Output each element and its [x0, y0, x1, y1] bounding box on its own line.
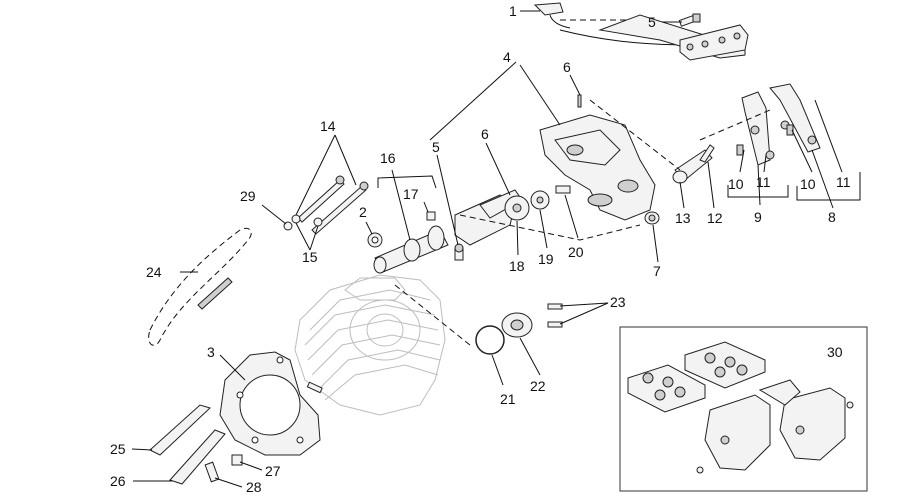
callout-1: 1 [509, 3, 517, 19]
bolt-part-20 [555, 185, 571, 194]
assembly-line [699, 109, 771, 141]
callout-26: 26 [110, 473, 126, 489]
rocker-arm-part-9 [741, 91, 775, 166]
callout-23: 23 [610, 294, 626, 310]
shaft-part-12 [699, 144, 715, 163]
callout-24: 24 [146, 264, 162, 280]
callout-22: 22 [530, 378, 546, 394]
small-part-17 [426, 211, 436, 221]
assembly-line [589, 99, 681, 171]
callout-11-right: 11 [836, 174, 851, 190]
callout-15: 15 [302, 249, 318, 265]
plug-part-27 [231, 454, 243, 466]
callout-16: 16 [380, 150, 396, 166]
callout-6-top: 6 [563, 59, 571, 75]
o-ring-part-21 [475, 325, 505, 355]
callout-12: 12 [707, 210, 723, 226]
callout-29: 29 [240, 188, 256, 204]
gasket-plate-part-1 [533, 2, 571, 29]
callout-8: 8 [828, 209, 836, 225]
camshaft-part-16 [373, 225, 449, 274]
callout-11-left: 11 [756, 174, 771, 190]
rocker-carrier [539, 94, 656, 221]
assembly-line [459, 214, 641, 241]
adjuster-pins-part-10 [736, 124, 794, 156]
callout-20: 20 [568, 244, 584, 260]
callout-18: 18 [509, 258, 525, 274]
callout-7: 7 [653, 263, 661, 279]
bolt-part-5-mid [454, 243, 464, 261]
sprocket-part-18 [504, 195, 530, 221]
callout-27: 27 [265, 463, 281, 479]
callout-10-right: 10 [800, 176, 816, 192]
bolt-part-5-top [678, 13, 701, 27]
callout-9: 9 [754, 209, 762, 225]
callout-13: 13 [675, 210, 691, 226]
callout-28: 28 [246, 479, 262, 495]
callout-10-left: 10 [728, 176, 744, 192]
gear-part-19 [530, 190, 550, 210]
callout-19: 19 [538, 251, 554, 267]
stud-bolts-part-14 [297, 175, 369, 235]
rocker-bracket-assembly [559, 14, 749, 61]
callout-5-mid: 5 [432, 139, 440, 155]
callout-25: 25 [110, 441, 126, 457]
callout-30: 30 [827, 344, 843, 360]
seal-ring-part-2 [367, 232, 383, 248]
screws-part-23 [547, 303, 563, 328]
callout-5-top: 5 [648, 14, 656, 30]
assembly-line [394, 284, 471, 346]
pin-dowel [306, 381, 323, 394]
head-gasket-part-3 [219, 351, 321, 456]
inset-kit-part-30 [619, 326, 868, 492]
timing-chain-part-24 [148, 227, 252, 346]
callout-3: 3 [207, 344, 215, 360]
callout-labels: 1 5 4 6 14 5 6 16 17 29 2 15 24 18 19 20… [110, 3, 851, 495]
nut-part-7 [644, 211, 660, 225]
leader-lines [131, 10, 861, 488]
chain-guide-part-26 [169, 429, 226, 485]
callout-17: 17 [403, 186, 419, 202]
dowel-part-28 [204, 461, 220, 483]
chain-guide-part-25 [149, 404, 211, 456]
cover-part-22 [501, 312, 533, 338]
cylinder-head [294, 274, 446, 416]
callout-4: 4 [503, 49, 511, 65]
callout-2: 2 [359, 204, 367, 220]
callout-6-mid: 6 [481, 126, 489, 142]
rocker-arm-part-8 [769, 83, 821, 153]
callout-21: 21 [500, 391, 516, 407]
callout-14: 14 [320, 118, 336, 134]
